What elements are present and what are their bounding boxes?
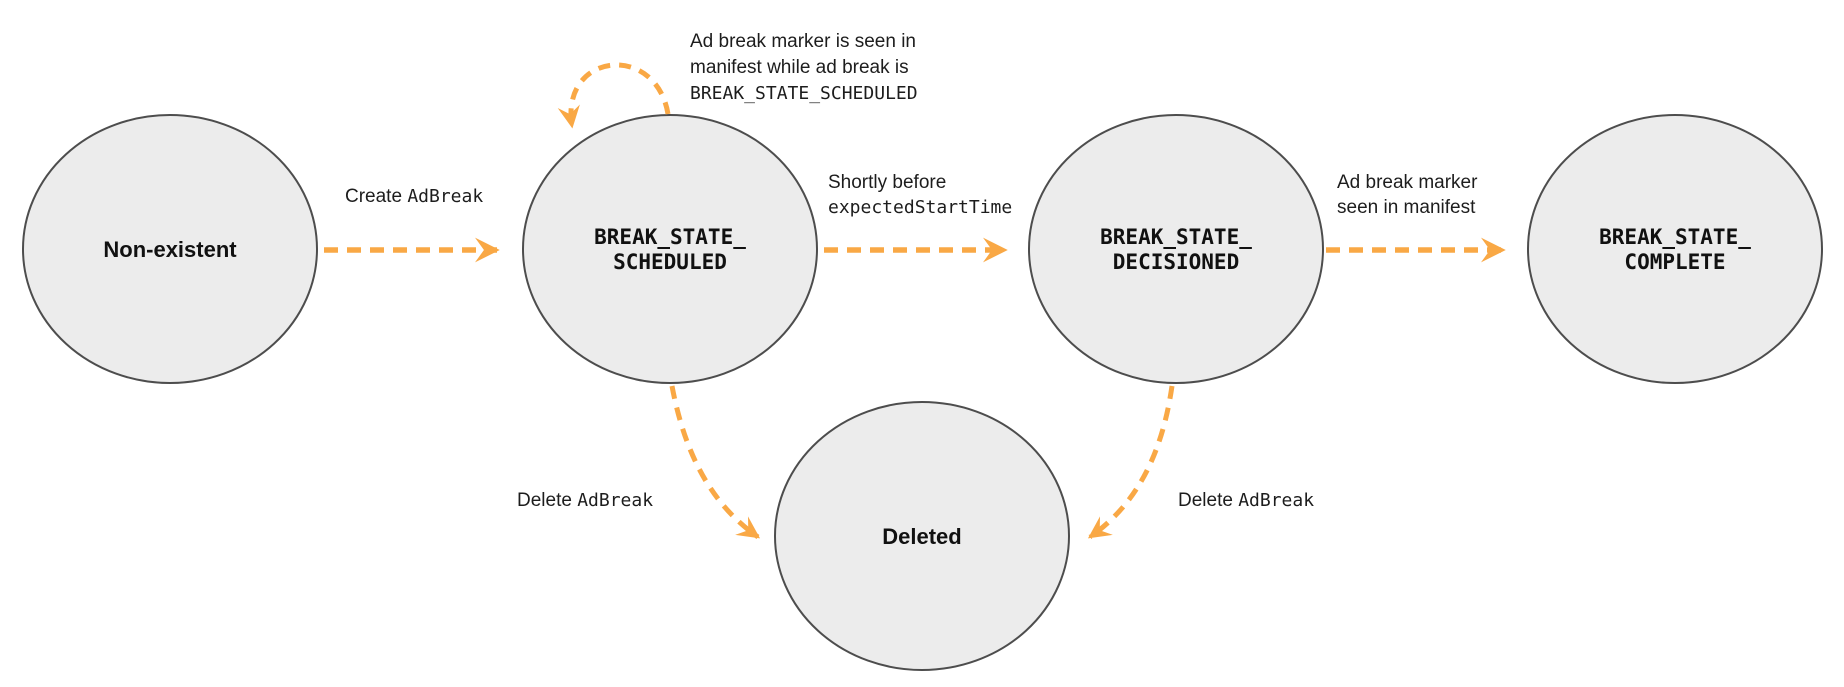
state-label-complete: BREAK_STATE_ COMPLETE: [1599, 225, 1751, 275]
state-node-complete: [1527, 114, 1823, 384]
state-label-decisioned: BREAK_STATE_ DECISIONED: [1100, 225, 1252, 275]
transition-label-self-loop-line2: manifest while ad break is: [690, 57, 909, 78]
transition-arrow-delete-from-scheduled: [669, 385, 761, 540]
transition-label-shortly-before: Shortly before expectedStartTime: [828, 170, 1012, 220]
transition-label-create-text: Create: [345, 186, 408, 207]
transition-label-delete-right-code: AdBreak: [1238, 490, 1315, 511]
state-label-non-existent: Non-existent: [103, 237, 237, 262]
state-label-complete-line2: COMPLETE: [1624, 250, 1726, 274]
state-label-decisioned-line2: DECISIONED: [1112, 250, 1240, 274]
state-label-scheduled: BREAK_STATE_ SCHEDULED: [594, 225, 746, 275]
transition-label-self-loop-line1: Ad break marker is seen in: [690, 31, 916, 52]
transition-label-delete-right: Delete AdBreak: [1178, 488, 1314, 514]
transition-arrow-delete-from-decisioned: [1087, 385, 1175, 540]
state-label-complete-line1: BREAK_STATE_: [1599, 225, 1751, 249]
state-label-scheduled-line2: SCHEDULED: [613, 250, 727, 274]
transition-label-marker-seen-line2: seen in manifest: [1337, 197, 1476, 218]
transition-label-delete-left-text: Delete: [517, 490, 578, 511]
transition-label-marker-seen: Ad break marker seen in manifest: [1337, 170, 1477, 220]
state-node-decisioned: [1028, 114, 1324, 384]
transition-label-self-loop-code: BREAK_STATE_SCHEDULED: [690, 83, 918, 104]
state-label-decisioned-line1: BREAK_STATE_: [1100, 225, 1252, 249]
transition-label-delete-left: Delete AdBreak: [517, 488, 653, 514]
state-label-scheduled-line1: BREAK_STATE_: [594, 225, 746, 249]
state-node-scheduled: [522, 114, 818, 384]
transition-label-create-code: AdBreak: [407, 186, 484, 207]
transition-label-shortly-before-text: Shortly before: [828, 172, 947, 193]
transition-label-shortly-before-code: expectedStartTime: [828, 197, 1013, 218]
state-label-deleted: Deleted: [882, 524, 962, 549]
transition-label-self-loop: Ad break marker is seen in manifest whil…: [690, 29, 918, 107]
transition-arrow-self-loop: [557, 62, 671, 129]
transition-label-delete-right-text: Delete: [1178, 490, 1239, 511]
state-node-deleted: [774, 401, 1070, 671]
transition-label-marker-seen-line1: Ad break marker: [1337, 172, 1478, 193]
state-node-non-existent: [22, 114, 318, 384]
transition-label-create: Create AdBreak: [345, 184, 483, 210]
transition-label-delete-left-code: AdBreak: [577, 490, 654, 511]
